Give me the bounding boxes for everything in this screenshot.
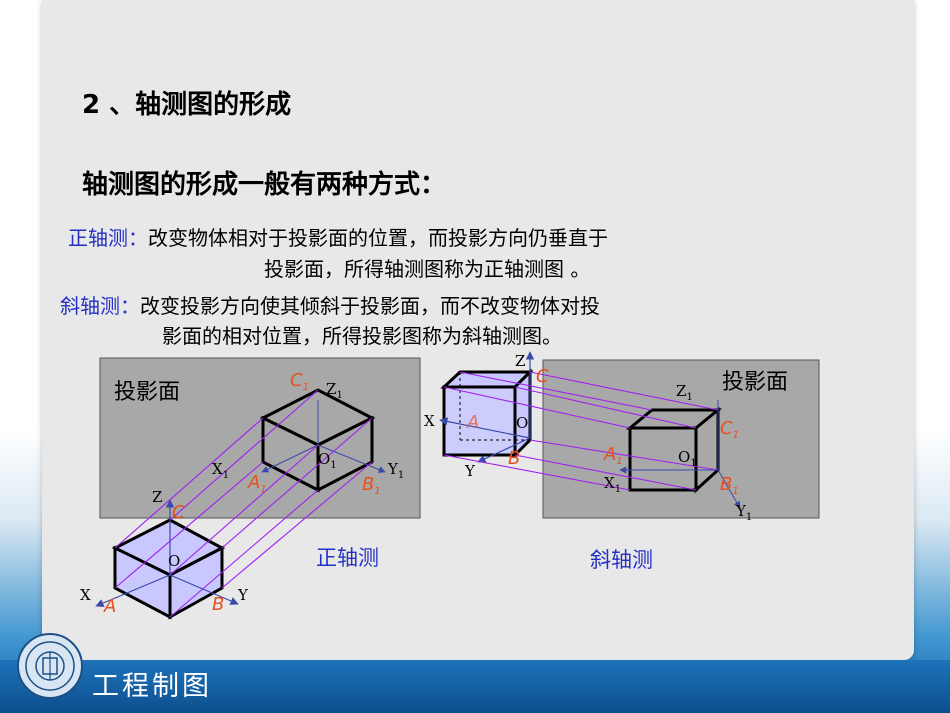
left-axis-y: Y (237, 586, 249, 604)
right-object-cube (439, 351, 535, 463)
left-point-a: A (103, 596, 116, 617)
right-axis-y1: Y1 (735, 502, 752, 523)
left-axis-x1: X1 (212, 460, 229, 481)
left-plane-label: 投影面 (114, 380, 181, 405)
right-axis-y: Y (464, 462, 476, 480)
left-axis-z: Z (152, 488, 162, 506)
oblique-line-2: 影面的相对位置，所得投影图称为斜轴测图。 (162, 324, 562, 348)
left-point-b: B (212, 594, 224, 615)
right-point-b1: B1 (720, 474, 739, 497)
slide-intro: 轴测图的形成一般有两种方式： (82, 170, 447, 200)
left-axis-y1: Y1 (387, 460, 404, 481)
right-axis-x1: X1 (604, 474, 621, 495)
right-point-c1: C1 (720, 418, 739, 441)
left-point-c: C (172, 502, 185, 523)
right-plane-label: 投影面 (722, 370, 789, 395)
footer-band (0, 660, 950, 713)
left-point-a1: A1 (247, 472, 267, 495)
right-point-c: C (536, 366, 549, 387)
right-axis-z: Z (515, 352, 525, 370)
right-origin-1: O1 (678, 448, 697, 469)
university-seal-icon (17, 633, 83, 699)
orthogonal-line-2: 投影面，所得轴测图称为正轴测图 。 (264, 257, 591, 281)
left-point-c1: C1 (290, 370, 309, 393)
right-point-b: B (508, 448, 520, 469)
right-axis-z1: Z1 (676, 382, 693, 403)
left-figure-caption: 正轴测 (316, 546, 379, 570)
slide-heading: 2 、轴测图的形成 (82, 90, 292, 120)
oblique-text-1: 改变投影方向使其倾斜于投影面，而不改变物体对投 (140, 294, 600, 318)
right-point-a: A (466, 412, 479, 433)
orthogonal-term: 正轴测： (68, 226, 148, 250)
right-projection-plane (542, 359, 820, 519)
right-origin: O (516, 414, 528, 432)
left-projection-lines (114, 389, 373, 618)
left-point-b1: B1 (362, 474, 381, 497)
orthogonal-text-1: 改变物体相对于投影面的位置，而投影方向仍垂直于 (148, 226, 608, 250)
oblique-line-1: 斜轴测：改变投影方向使其倾斜于投影面，而不改变物体对投 (60, 290, 600, 319)
orthogonal-line-1: 正轴测：改变物体相对于投影面的位置，而投影方向仍垂直于 (68, 222, 608, 251)
left-origin-1: O1 (318, 450, 337, 471)
right-axis-x: X (424, 412, 435, 430)
right-point-a1: A1 (603, 444, 623, 467)
right-projection-lines (443, 371, 719, 491)
left-axis-x: X (80, 586, 91, 604)
footer-course-title: 工程制图 (92, 671, 212, 702)
left-origin: O (168, 552, 180, 570)
left-axis-z1: Z1 (326, 380, 343, 401)
left-object-cube (95, 499, 239, 620)
right-figure-caption: 斜轴测 (590, 548, 653, 572)
oblique-term: 斜轴测： (60, 294, 140, 318)
